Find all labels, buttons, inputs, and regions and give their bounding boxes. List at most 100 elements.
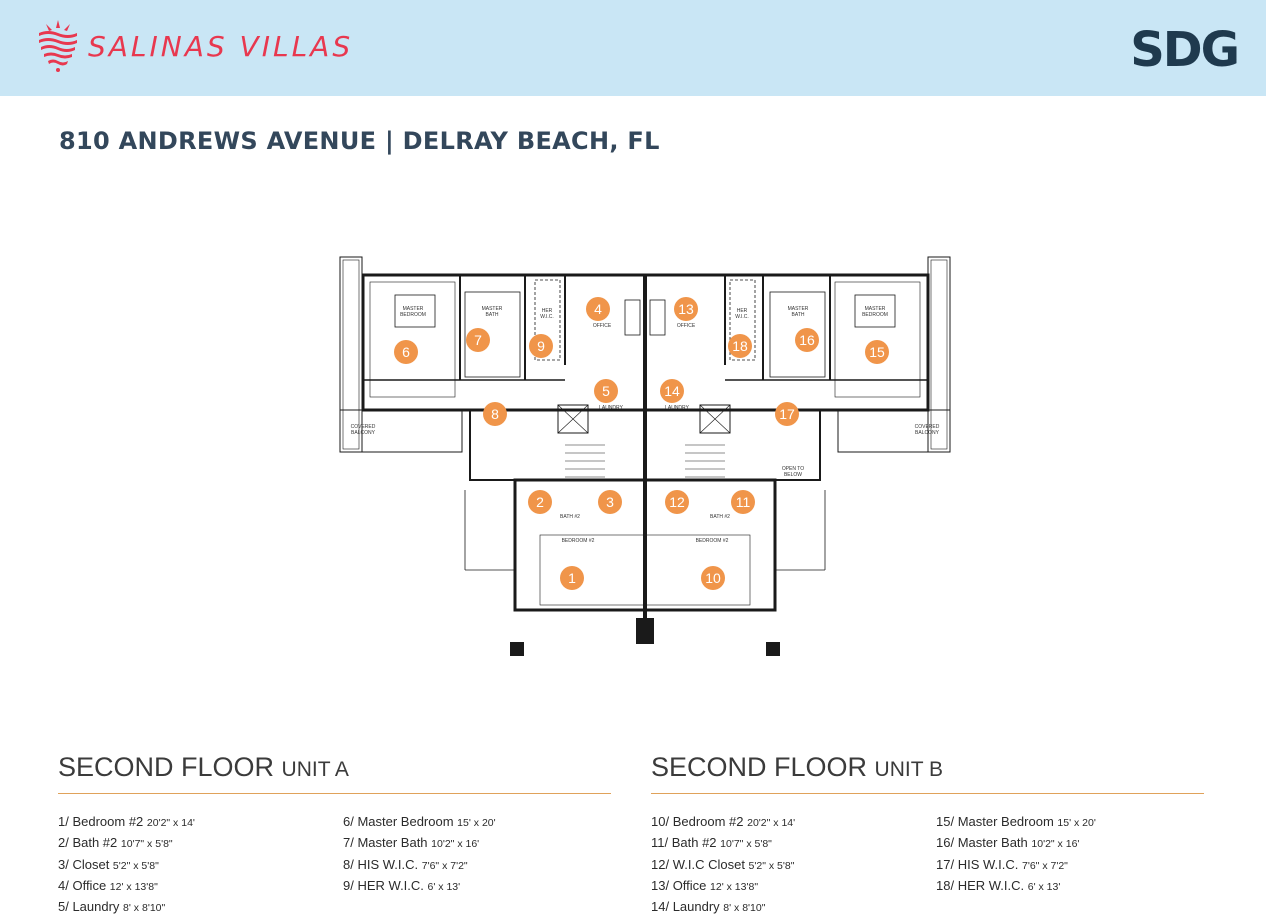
room-list-item: 11/ Bath #2 10'7" x 5'8" bbox=[651, 833, 795, 854]
svg-text:OPEN TO: OPEN TO bbox=[782, 466, 804, 472]
room-name: Laundry bbox=[68, 899, 124, 915]
room-name: Master Bath bbox=[954, 835, 1032, 851]
room-dimensions: 10'2" x 16' bbox=[1031, 838, 1080, 851]
svg-text:COVERED: COVERED bbox=[915, 424, 940, 430]
room-number: 14/ bbox=[651, 899, 670, 915]
room-number: 7/ bbox=[343, 835, 354, 851]
brand-name: SALINAS VILLAS bbox=[88, 30, 354, 63]
svg-text:BEDROOM #2: BEDROOM #2 bbox=[562, 538, 595, 544]
unit-a-col-2: 6/ Master Bedroom 15' x 20' 7/ Master Bat… bbox=[343, 812, 496, 897]
svg-text:HER: HER bbox=[542, 308, 553, 314]
svg-text:BATH #2: BATH #2 bbox=[710, 514, 730, 520]
room-number: 11/ bbox=[651, 835, 669, 851]
unit-b-label: UNIT B bbox=[874, 758, 944, 781]
svg-text:BALCONY: BALCONY bbox=[351, 430, 376, 436]
room-name: Master Bedroom bbox=[353, 814, 458, 829]
room-number: 6/ bbox=[343, 814, 354, 829]
svg-text:LAUNDRY: LAUNDRY bbox=[665, 405, 689, 411]
sdg-logo[interactable]: SDG bbox=[1130, 22, 1240, 78]
svg-text:BATH: BATH bbox=[486, 312, 499, 318]
room-dimensions: 12' x 13'8" bbox=[710, 880, 759, 893]
room-dimensions: 5'2" x 5'8" bbox=[748, 859, 795, 872]
salinas-villas-logo[interactable]: SALINAS VILLAS bbox=[36, 18, 376, 78]
room-dimensions: 10'7" x 5'8" bbox=[120, 838, 173, 851]
room-name: Bath #2 bbox=[668, 835, 721, 851]
svg-text:BELOW: BELOW bbox=[784, 472, 802, 478]
room-list-item: 13/ Office 12' x 13'8" bbox=[651, 876, 795, 897]
room-dimensions: 7'6" x 7'2" bbox=[421, 859, 468, 872]
room-name: Bath #2 bbox=[68, 835, 121, 851]
room-number: 18/ bbox=[936, 877, 955, 893]
waves-logo-icon bbox=[39, 20, 77, 72]
room-name: Office bbox=[669, 877, 711, 893]
room-list-item: 2/ Bath #2 10'7" x 5'8" bbox=[58, 833, 195, 854]
room-name: Master Bedroom bbox=[954, 814, 1058, 829]
room-number: 3/ bbox=[58, 856, 69, 872]
room-number: 9/ bbox=[343, 877, 354, 893]
unit-b-section: SECOND FLOOR UNIT B 10/ Bedroom #2 20'2"… bbox=[651, 752, 1204, 914]
room-name: Master Bath bbox=[353, 835, 432, 851]
svg-text:BEDROOM: BEDROOM bbox=[862, 312, 888, 318]
svg-text:BALCONY: BALCONY bbox=[915, 430, 940, 436]
svg-text:MASTER: MASTER bbox=[865, 306, 886, 312]
room-list-item: 1/ Bedroom #2 20'2" x 14' bbox=[58, 812, 195, 833]
svg-text:W.I.C.: W.I.C. bbox=[735, 314, 749, 320]
room-dimensions: 8' x 8'10" bbox=[123, 902, 166, 915]
room-number: 4/ bbox=[58, 877, 69, 893]
svg-text:LAUNDRY: LAUNDRY bbox=[599, 405, 623, 411]
room-number: 1/ bbox=[58, 814, 69, 829]
svg-text:BEDROOM: BEDROOM bbox=[400, 312, 426, 318]
room-dimensions: 20'2" x 14' bbox=[747, 817, 796, 829]
room-number: 16/ bbox=[936, 835, 955, 851]
room-name: Bedroom #2 bbox=[669, 814, 748, 829]
room-dimensions: 7'6" x 7'2" bbox=[1021, 859, 1068, 872]
svg-text:MASTER: MASTER bbox=[788, 306, 809, 312]
room-number: 12/ bbox=[651, 856, 670, 872]
unit-a-floor: SECOND FLOOR bbox=[58, 752, 275, 782]
svg-text:BEDROOM #2: BEDROOM #2 bbox=[696, 538, 729, 544]
room-list-item: 5/ Laundry 8' x 8'10" bbox=[58, 897, 195, 918]
svg-text:W.I.C.: W.I.C. bbox=[540, 314, 554, 320]
unit-a-col-1: 1/ Bedroom #2 20'2" x 14'2/ Bath #2 10'7… bbox=[58, 812, 195, 918]
property-address: 810 ANDREWS AVENUE | DELRAY BEACH, FL bbox=[59, 127, 660, 155]
room-dimensions: 20'2" x 14' bbox=[146, 817, 195, 829]
unit-b-divider bbox=[651, 793, 1204, 794]
room-list-item: 3/ Closet 5'2" x 5'8" bbox=[58, 855, 195, 876]
unit-b-title: SECOND FLOOR UNIT B bbox=[651, 752, 1204, 783]
room-dimensions: 10'2" x 16' bbox=[431, 838, 480, 851]
room-number: 5/ bbox=[58, 899, 69, 915]
svg-text:HER: HER bbox=[737, 308, 748, 314]
room-dimensions: 15' x 20' bbox=[457, 817, 496, 829]
room-dimensions: 15' x 20' bbox=[1057, 817, 1096, 829]
room-number: 13/ bbox=[651, 877, 670, 893]
room-list-item: 15/ Master Bedroom 15' x 20' bbox=[936, 812, 1096, 833]
room-name: Office bbox=[68, 877, 110, 893]
room-number: 10/ bbox=[651, 814, 670, 829]
room-name: HIS W.I.C. bbox=[353, 856, 422, 872]
room-number: 2/ bbox=[58, 835, 69, 851]
room-list-item: 6/ Master Bedroom 15' x 20' bbox=[343, 812, 496, 833]
room-list-item: 17/ HIS W.I.C. 7'6" x 7'2" bbox=[936, 855, 1096, 876]
svg-text:MASTER: MASTER bbox=[403, 306, 424, 312]
room-list-item: 18/ HER W.I.C. 6' x 13' bbox=[936, 876, 1096, 897]
svg-text:COVERED: COVERED bbox=[351, 424, 376, 430]
room-name: W.I.C Closet bbox=[669, 856, 749, 872]
room-name: HIS W.I.C. bbox=[954, 856, 1022, 872]
room-list-item: 9/ HER W.I.C. 6' x 13' bbox=[343, 876, 496, 897]
unit-b-col-2: 15/ Master Bedroom 15' x 20' 16/ Master B… bbox=[936, 812, 1096, 897]
room-number: 8/ bbox=[343, 856, 354, 872]
room-dimensions: 6' x 13' bbox=[1027, 880, 1061, 893]
svg-text:MASTER: MASTER bbox=[482, 306, 503, 312]
room-name: HER W.I.C. bbox=[954, 877, 1028, 893]
room-dimensions: 8' x 8'10" bbox=[723, 902, 766, 915]
unit-a-section: SECOND FLOOR UNIT A 1/ Bedroom #2 20'2" … bbox=[58, 752, 611, 914]
unit-a-title: SECOND FLOOR UNIT A bbox=[58, 752, 611, 783]
room-name: Laundry bbox=[669, 899, 724, 915]
room-dimensions: 12' x 13'8" bbox=[109, 880, 158, 893]
room-list-item: 4/ Office 12' x 13'8" bbox=[58, 876, 195, 897]
unit-a-divider bbox=[58, 793, 611, 794]
svg-text:OFFICE: OFFICE bbox=[593, 323, 612, 329]
svg-text:OFFICE: OFFICE bbox=[677, 323, 696, 329]
room-number: 15/ bbox=[936, 814, 955, 829]
